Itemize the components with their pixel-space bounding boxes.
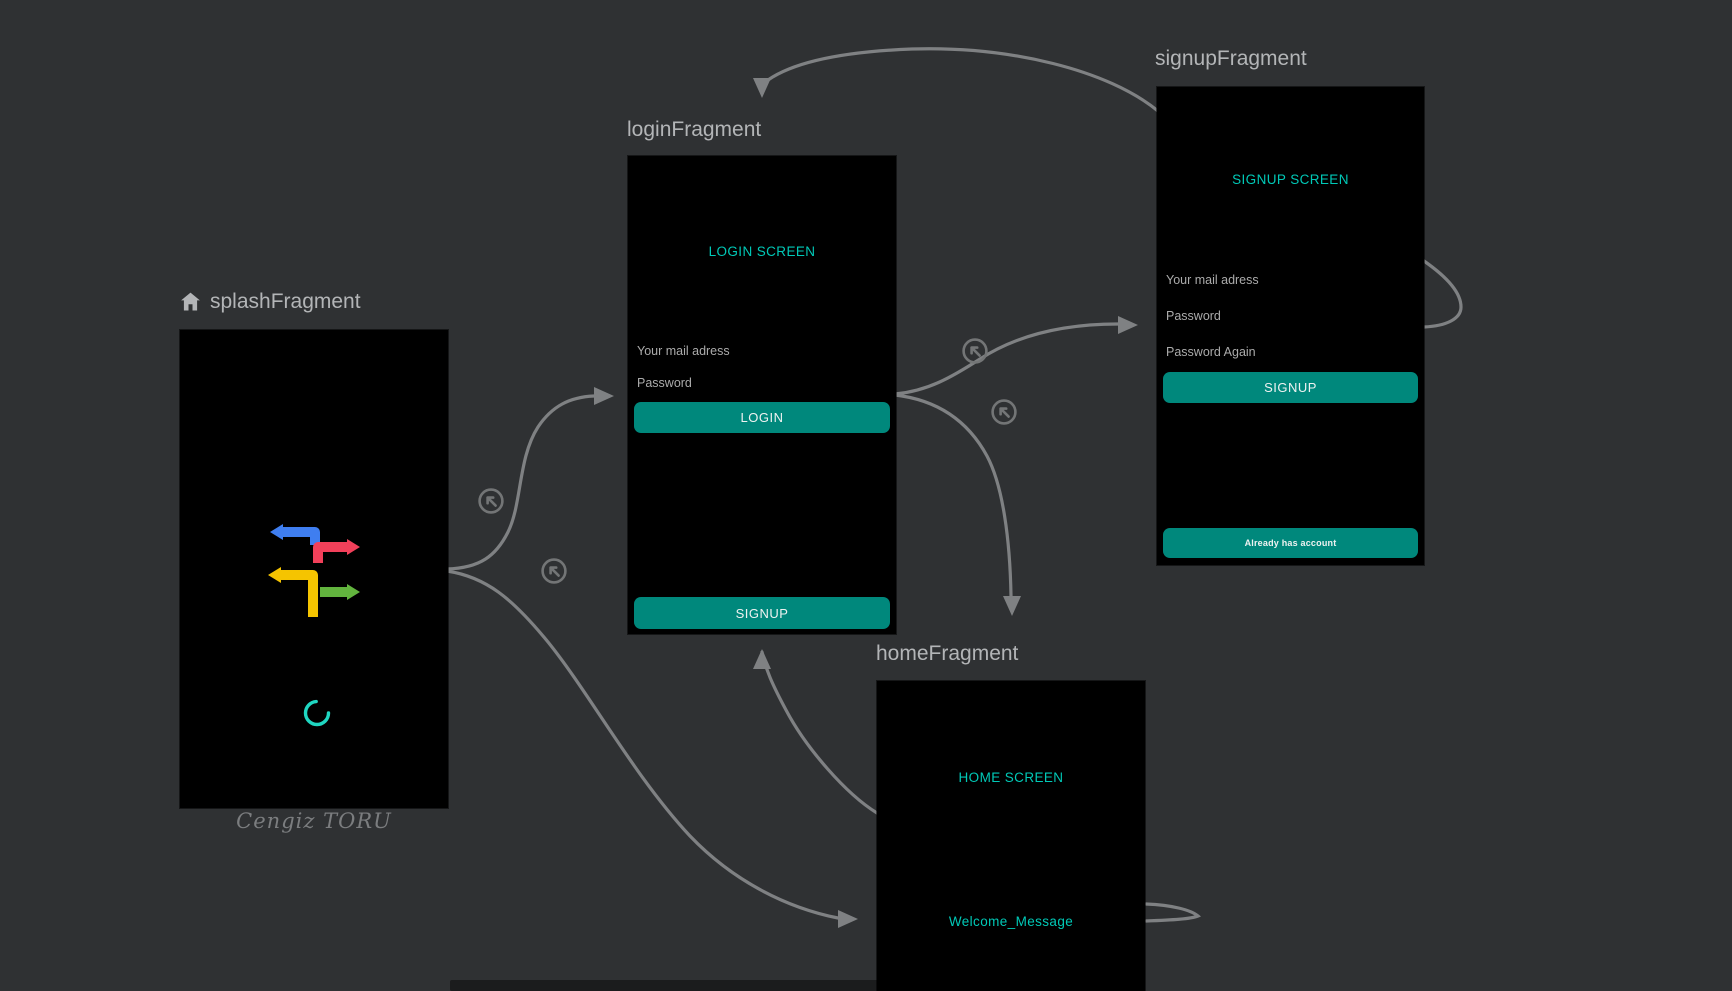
home-icon: [181, 292, 200, 311]
nav-arrow-home-loop[interactable]: [1144, 902, 1201, 923]
fragment-label-text: loginFragment: [627, 118, 762, 141]
fragment-preview-login[interactable]: LOGIN SCREEN Your mail adress Password L…: [628, 156, 896, 634]
fragment-preview-splash[interactable]: [180, 330, 448, 808]
fragment-label-text: signupFragment: [1155, 47, 1307, 70]
nav-arrow-login-to-home[interactable]: [893, 393, 1013, 598]
home-screen-title: HOME SCREEN: [958, 770, 1064, 785]
email-field-hint: Your mail adress: [637, 344, 730, 358]
horizontal-scrollbar[interactable]: [450, 980, 1145, 991]
password-again-field-hint: Password Again: [1166, 345, 1256, 359]
pop-action-icon-login-home[interactable]: [991, 399, 1017, 425]
loading-spinner: [303, 699, 331, 727]
author-signature: Cengiz TORU: [236, 809, 392, 833]
nav-arrow-login-to-signup[interactable]: [893, 322, 1120, 396]
signup-screen-title: SIGNUP SCREEN: [1232, 172, 1349, 187]
fragment-preview-home[interactable]: HOME SCREEN Welcome_Message: [877, 681, 1145, 991]
signup-button: SIGNUP: [634, 597, 890, 629]
four-directional-arrows-icon: [268, 524, 360, 617]
login-button: LOGIN: [634, 402, 890, 433]
nav-arrow-signup-to-login[interactable]: [766, 47, 1160, 113]
email-field-hint: Your mail adress: [1166, 273, 1259, 287]
password-field-hint: Password: [637, 376, 692, 390]
nav-arrow-home-to-login[interactable]: [760, 650, 879, 815]
login-screen-title: LOGIN SCREEN: [708, 244, 816, 259]
already-has-account-button: Already has account: [1163, 528, 1418, 558]
nav-arrowheads: [594, 78, 1138, 928]
welcome-message-text: Welcome_Message: [948, 914, 1074, 929]
signup-button: SIGNUP: [1163, 372, 1418, 403]
pop-action-icon-splash-home[interactable]: [541, 558, 567, 584]
fragment-label-splash[interactable]: splashFragment: [178, 289, 361, 315]
nav-arrow-splash-to-home[interactable]: [445, 569, 840, 920]
pop-action-icon-splash-login[interactable]: [478, 488, 504, 514]
password-field-hint: Password: [1166, 309, 1221, 323]
fragment-label-text: homeFragment: [876, 642, 1019, 665]
fragment-preview-signup[interactable]: SIGNUP SCREEN Your mail adress Password …: [1157, 87, 1424, 565]
pop-action-icon-login-signup[interactable]: [962, 338, 988, 364]
fragment-label-signup[interactable]: signupFragment: [1155, 46, 1307, 72]
fragment-label-home[interactable]: homeFragment: [876, 641, 1018, 667]
nav-arrow-splash-to-login[interactable]: [445, 394, 596, 571]
fragment-label-login[interactable]: loginFragment: [627, 117, 761, 143]
fragment-label-text: splashFragment: [210, 290, 361, 313]
nav-arrow-signup-loop[interactable]: [1422, 259, 1463, 329]
